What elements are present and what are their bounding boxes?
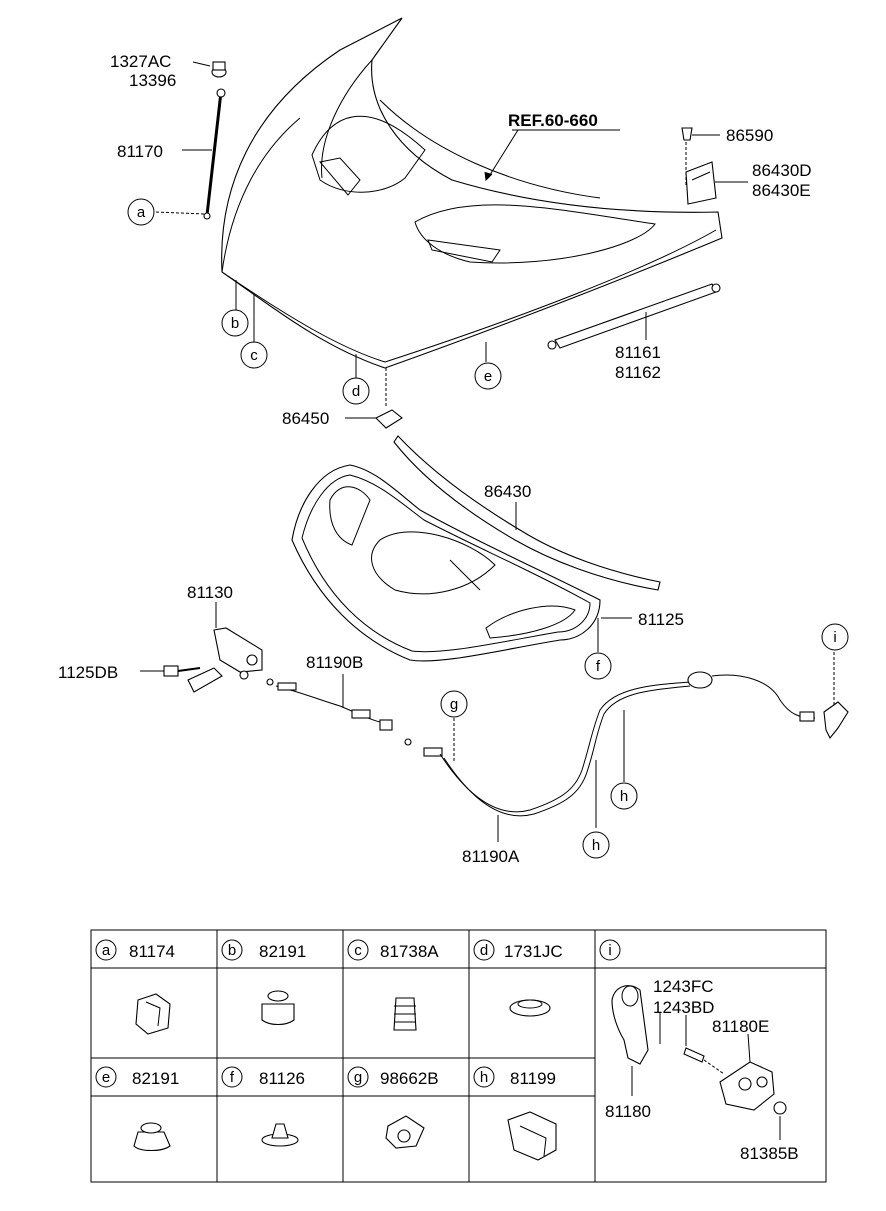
label-86430: 86430 — [484, 482, 531, 501]
table-part-81738A: 81738A — [380, 942, 439, 961]
label-86450: 86450 — [282, 409, 329, 428]
label-13396: 13396 — [129, 71, 176, 90]
label-81190B: 81190B — [306, 653, 363, 672]
svg-text:b: b — [231, 315, 239, 332]
hood-latch — [163, 627, 263, 693]
svg-text:h: h — [592, 837, 600, 854]
svg-text:h: h — [480, 1069, 488, 1086]
circle-key-g: g — [440, 690, 468, 718]
table-part-81126: 81126 — [259, 1069, 305, 1088]
label-81161: 81161 — [615, 343, 661, 362]
svg-text:c: c — [354, 942, 362, 959]
svg-text:b: b — [228, 942, 236, 959]
hood-bumper-bracket — [681, 127, 717, 205]
weatherstrip — [393, 435, 661, 591]
label-ref-60-660: REF.60-660 — [508, 111, 598, 130]
label-81130: 81130 — [187, 583, 233, 602]
clip-81174-drawing — [135, 993, 171, 1035]
table-part-98662B: 98662B — [380, 1069, 439, 1088]
table-part-81174: 81174 — [129, 942, 175, 961]
circle-key-f: f — [584, 652, 612, 680]
hood-insulator — [291, 464, 601, 662]
clip-98662B-drawing — [385, 1115, 425, 1149]
nut-81385B-drawing — [773, 1101, 787, 1115]
parts-table: a 81174 b 82191 c 81738A d 1731JC i e 82… — [90, 929, 827, 1183]
release-bracket-81180E-drawing — [719, 1061, 775, 1111]
svg-text:f: f — [230, 1069, 235, 1086]
table-part-82191-b: 82191 — [259, 942, 306, 961]
clip-81199-drawing — [507, 1111, 557, 1161]
table-cell-g: g 98662B — [347, 1066, 439, 1088]
table-part-1731JC: 1731JC — [504, 942, 563, 961]
bumper-86450 — [375, 409, 403, 429]
svg-text:g: g — [354, 1069, 362, 1086]
table-cell-c: c 81738A — [347, 939, 439, 961]
table-part-82191-e: 82191 — [132, 1069, 179, 1088]
label-86430D: 86430D — [752, 161, 812, 180]
svg-text:d: d — [480, 942, 488, 959]
svg-text:e: e — [484, 368, 492, 385]
svg-text:f: f — [596, 658, 601, 675]
circle-key-c: c — [240, 341, 268, 369]
table-part-1243BD: 1243BD — [653, 998, 714, 1017]
svg-text:d: d — [352, 383, 360, 400]
circle-key-e: e — [474, 362, 502, 390]
leader-lines — [140, 61, 835, 842]
table-cell-h: h 81199 — [473, 1066, 556, 1088]
svg-text:a: a — [137, 204, 146, 221]
label-86430E: 86430E — [752, 181, 811, 200]
table-cell-e: e 82191 — [95, 1066, 179, 1088]
svg-text:a: a — [102, 942, 111, 959]
svg-text:g: g — [450, 696, 458, 713]
label-81125: 81125 — [638, 610, 684, 629]
circle-key-b: b — [221, 309, 249, 337]
table-cell-d: d 1731JC — [473, 939, 563, 961]
table-cell-f: f 81126 — [221, 1066, 305, 1088]
hood-stay-rod — [203, 61, 227, 220]
screw-1243-drawing — [683, 1047, 725, 1075]
circle-key-h-1: h — [610, 782, 638, 810]
plug-1731JC-drawing — [509, 999, 551, 1017]
table-part-81180: 81180 — [605, 1102, 651, 1121]
gas-lift-strut — [547, 283, 721, 350]
label-81170: 81170 — [117, 142, 163, 161]
circle-key-d: d — [342, 377, 370, 405]
clip-81126-drawing — [261, 1123, 299, 1147]
table-cell-b: b 82191 — [221, 939, 306, 961]
circle-key-a: a — [127, 198, 155, 226]
svg-text:i: i — [608, 942, 611, 959]
table-cell-i: i — [599, 939, 621, 961]
label-81190A: 81190A — [462, 847, 520, 866]
release-handle-81180-drawing — [611, 985, 649, 1065]
release-cable-81190A — [404, 671, 849, 817]
svg-text:c: c — [250, 347, 258, 364]
bumper-82191-b-drawing — [261, 990, 295, 1026]
svg-text:i: i — [833, 629, 836, 646]
label-81162: 81162 — [615, 363, 661, 382]
hood-panel — [221, 17, 723, 369]
label-86590: 86590 — [726, 126, 773, 145]
table-part-81199: 81199 — [510, 1069, 556, 1088]
bumper-81738A-drawing — [393, 997, 417, 1031]
table-part-81385B: 81385B — [740, 1144, 799, 1163]
table-part-1243FC: 1243FC — [653, 977, 713, 996]
label-1327AC: 1327AC — [110, 52, 171, 71]
circle-key-h-2: h — [582, 831, 610, 859]
table-part-81180E: 81180E — [712, 1017, 769, 1036]
circle-key-i: i — [821, 623, 849, 651]
svg-text:h: h — [620, 788, 628, 805]
bumper-82191-e-drawing — [133, 1122, 171, 1152]
table-cell-a: a 81174 — [95, 939, 175, 961]
label-1125DB: 1125DB — [58, 663, 118, 682]
release-cable-81190B — [266, 678, 393, 731]
svg-text:e: e — [102, 1069, 110, 1086]
